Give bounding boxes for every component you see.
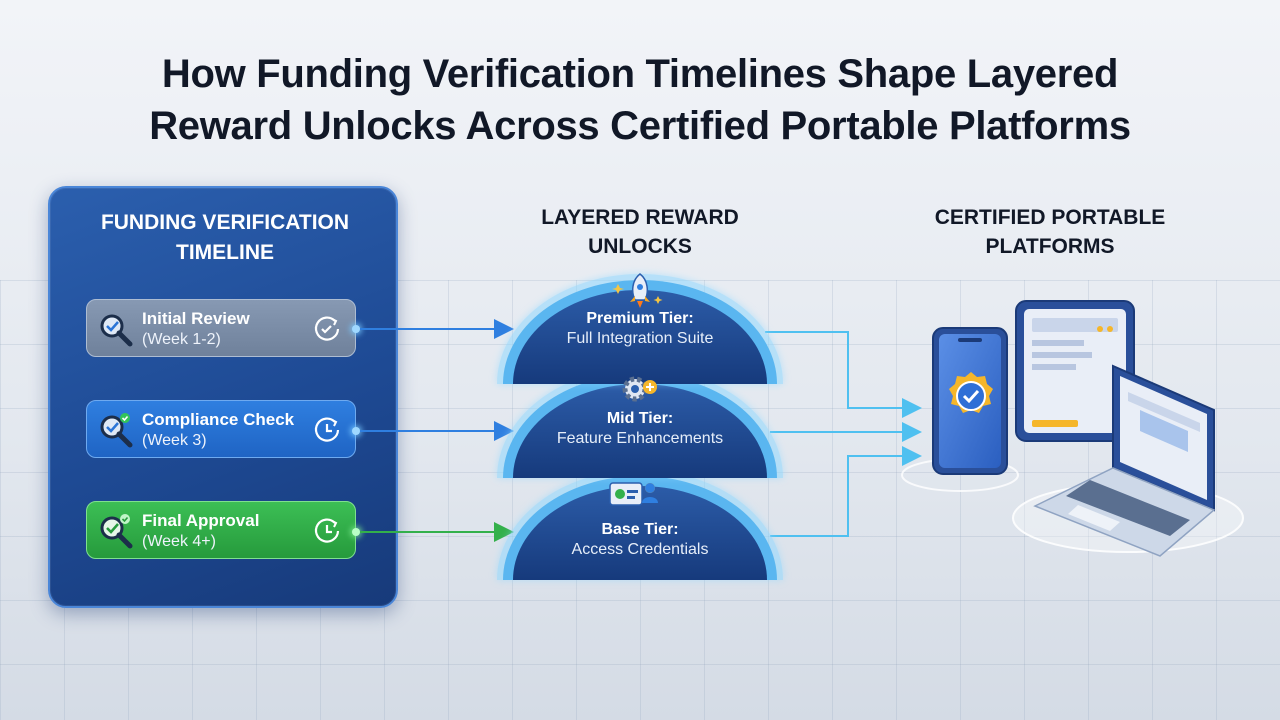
tier-base-label: Base Tier: Access Credentials	[571, 521, 709, 558]
rocket-icon	[612, 273, 663, 308]
timeline-title: FUNDING VERIFICATION TIMELINE	[100, 211, 350, 264]
connector-dot	[352, 427, 360, 435]
connector-base-devices	[770, 446, 922, 537]
phone-icon	[932, 327, 1008, 475]
stage-period: (Week 3)	[142, 432, 207, 449]
page-title: How Funding Verification Timelines Shape…	[40, 48, 1240, 152]
stage-period: (Week 4+)	[142, 533, 216, 550]
clock-check-icon	[314, 316, 340, 341]
stage-name: Compliance Check	[142, 410, 295, 429]
platforms-title: CERTIFIED PORTABLE PLATFORMS	[934, 206, 1166, 258]
clock-icon	[314, 518, 340, 543]
magnifier-icon	[100, 314, 133, 347]
stage-name: Initial Review	[142, 309, 250, 328]
magnifier-check-icon	[100, 514, 133, 549]
connector-premium-devices	[765, 331, 922, 418]
stage-compliance-check[interactable]: Compliance Check (Week 3)	[86, 400, 356, 458]
tier-premium[interactable]	[497, 274, 783, 384]
stage-period: (Week 1-2)	[142, 331, 221, 348]
stage-final-approval[interactable]: Final Approval (Week 4+)	[86, 501, 356, 559]
id-card-icon	[609, 482, 658, 506]
tier-premium-label: Premium Tier: Full Integration Suite	[566, 310, 714, 347]
magnifier-check-icon	[100, 413, 133, 448]
stage-name: Final Approval	[142, 511, 260, 530]
gear-plus-icon	[622, 376, 657, 402]
title-line-1: How Funding Verification Timelines Shape…	[161, 52, 1119, 96]
laptop-icon	[1033, 364, 1216, 557]
title-line-2: Reward Unlocks Across Certified Portable…	[149, 104, 1131, 148]
stage-initial-review[interactable]: Initial Review (Week 1-2)	[86, 299, 356, 357]
tier-base[interactable]	[497, 470, 783, 580]
tier-mid-label: Mid Tier: Feature Enhancements	[556, 410, 724, 447]
clock-icon	[314, 417, 340, 442]
tier-mid[interactable]	[497, 368, 783, 478]
tablet-icon	[1015, 300, 1135, 442]
connector-dot	[352, 325, 360, 333]
connector-dot	[352, 528, 360, 536]
rewards-title: LAYERED REWARD UNLOCKS	[541, 206, 739, 258]
